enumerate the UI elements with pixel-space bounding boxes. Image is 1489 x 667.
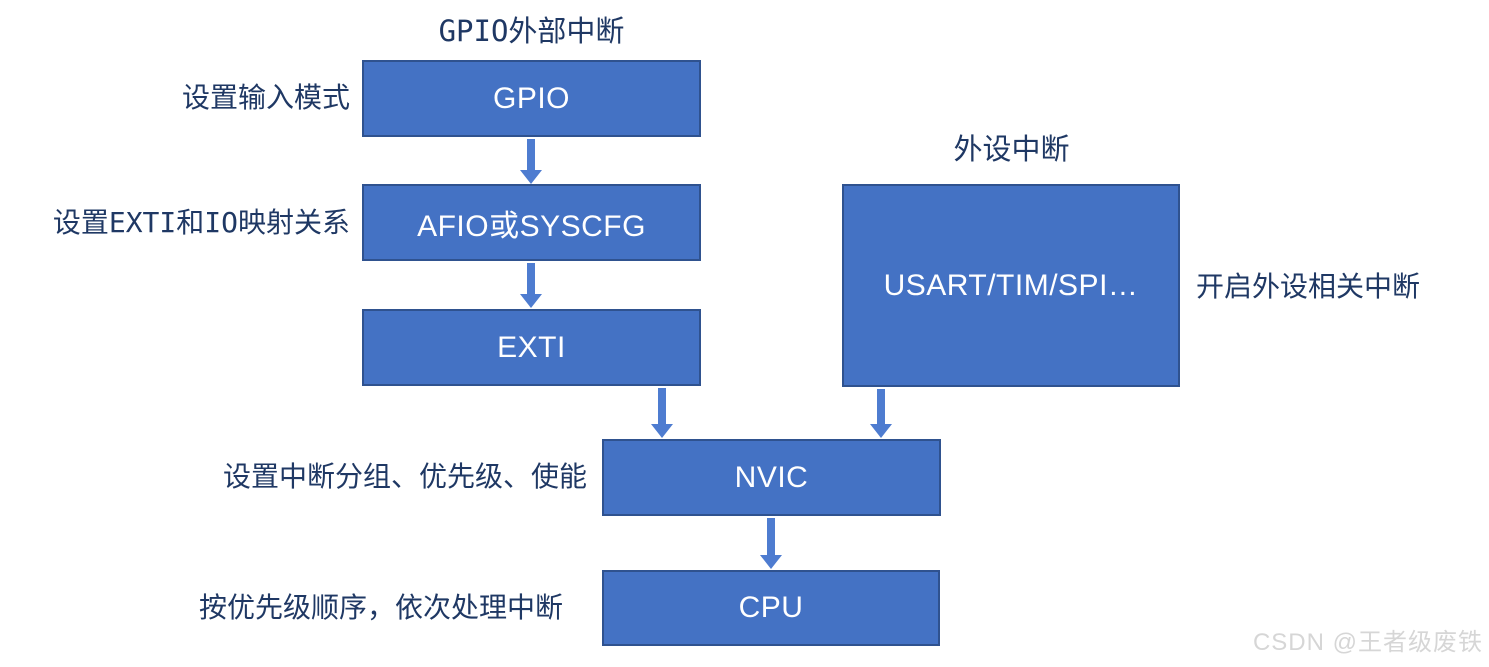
gpio-flow-title: GPIO外部中断 <box>438 14 625 48</box>
node-cpu: CPU <box>602 570 940 646</box>
arrow-exti-to-nvic <box>651 388 673 438</box>
csdn-watermark: CSDN @王者级废铁 <box>1252 629 1483 656</box>
node-usart-tim-spi: USART/TIM/SPI… <box>842 184 1180 387</box>
node-nvic: NVIC <box>602 439 941 516</box>
node-exti: EXTI <box>362 309 701 386</box>
arrow-head-icon <box>520 294 542 308</box>
arrow-stem <box>658 388 666 425</box>
peripheral-flow-title: 外设中断 <box>953 132 1070 166</box>
annotation-peripheral-enable: 开启外设相关中断 <box>1196 270 1421 303</box>
node-afio-syscfg: AFIO或SYSCFG <box>362 184 701 261</box>
annotation-cpu-handling: 按优先级顺序，依次处理中断 <box>198 591 563 624</box>
arrow-nvic-to-cpu <box>760 518 782 569</box>
arrow-stem <box>877 389 885 425</box>
arrow-gpio-to-afio <box>520 139 542 184</box>
arrow-afio-to-exti <box>520 263 542 308</box>
arrow-head-icon <box>870 424 892 438</box>
annotation-exti-mapping: 设置EXTI和IO映射关系 <box>52 206 350 239</box>
arrow-stem <box>527 139 535 171</box>
arrow-stem <box>527 263 535 295</box>
annotation-input-mode: 设置输入模式 <box>181 81 350 114</box>
arrow-stem <box>767 518 775 556</box>
annotation-nvic-config: 设置中断分组、优先级、使能 <box>222 460 587 493</box>
arrow-head-icon <box>520 170 542 184</box>
arrow-head-icon <box>760 555 782 569</box>
arrow-head-icon <box>651 424 673 438</box>
arrow-usart-to-nvic <box>870 389 892 438</box>
node-gpio: GPIO <box>362 60 701 137</box>
